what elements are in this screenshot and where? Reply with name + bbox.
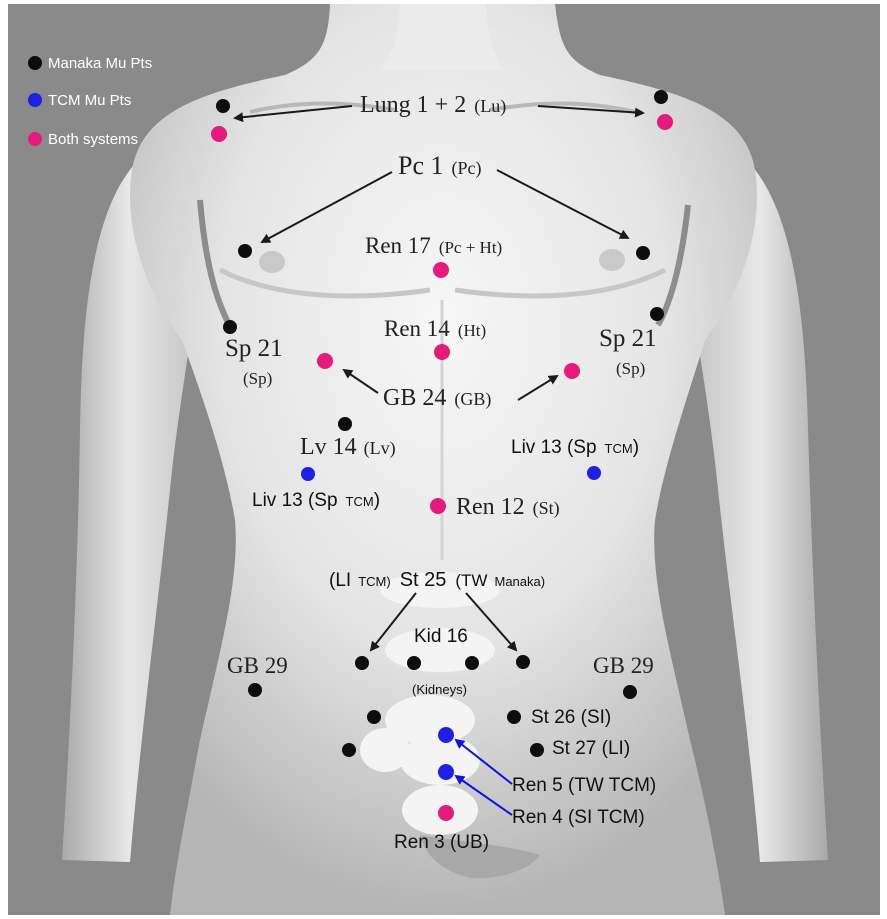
point-st27-right (530, 743, 544, 757)
label-gb24: GB 24 (GB) (383, 385, 491, 411)
point-ren3 (438, 805, 454, 821)
legend-manaka-label: Manaka Mu Pts (48, 55, 152, 72)
point-liv13-left (301, 467, 315, 481)
point-ren12 (430, 498, 446, 514)
point-pc1-right (636, 246, 650, 260)
label-ren5: Ren 5 (TW TCM) (512, 775, 656, 796)
label-ren4: Ren 4 (SI TCM) (512, 807, 645, 828)
label-lung: Lung 1 + 2 (Lu) (360, 92, 506, 118)
label-ren3: Ren 3 (UB) (394, 832, 489, 853)
legend-both-marker (28, 132, 42, 146)
point-lv14 (338, 417, 352, 431)
label-gb29-right: GB 29 (593, 653, 654, 678)
legend-tcm-marker (28, 93, 42, 107)
point-ren17 (433, 262, 449, 278)
label-st27: St 27 (LI) (552, 738, 630, 759)
point-sp21-left (223, 320, 237, 334)
legend-both-label: Both systems (48, 131, 138, 148)
point-st26-left (367, 710, 381, 724)
point-st25-right (516, 655, 530, 669)
nipple-left (259, 251, 285, 273)
point-lung-left-both (211, 126, 227, 142)
point-lung-right-both (657, 114, 673, 130)
point-kid16-left (407, 656, 421, 670)
point-lung-left-manaka (216, 99, 230, 113)
label-liv13-left: Liv 13 (Sp TCM) (252, 490, 380, 511)
label-gb29-left: GB 29 (227, 653, 288, 678)
point-gb29-right (623, 685, 637, 699)
point-st27-left (342, 743, 356, 757)
label-liv13-right: Liv 13 (Sp TCM) (511, 437, 639, 458)
point-ren5 (438, 727, 454, 743)
point-kid16-right (465, 656, 479, 670)
label-ren12: Ren 12 (St) (456, 494, 560, 520)
legend-tcm-label: TCM Mu Pts (48, 92, 131, 109)
point-st26-right (507, 710, 521, 724)
label-lv14: Lv 14 (Lv) (300, 434, 396, 460)
point-st25-left (355, 656, 369, 670)
point-ren14 (434, 344, 450, 360)
point-gb24-left (317, 353, 333, 369)
point-liv13-right (587, 466, 601, 480)
label-sp21-left: Sp 21 (225, 335, 283, 362)
label-sp21-left-sub: (Sp) (243, 369, 272, 388)
point-sp21-right (650, 307, 664, 321)
label-sp21-right-sub: (Sp) (616, 359, 645, 378)
point-pc1-left (238, 244, 252, 258)
label-st26: St 26 (SI) (531, 707, 611, 728)
label-kid16-sub: (Kidneys) (412, 682, 467, 697)
label-sp21-right: Sp 21 (599, 325, 657, 352)
point-gb29-left (248, 683, 262, 697)
point-gb24-right (564, 363, 580, 379)
label-kid16: Kid 16 (414, 626, 468, 647)
nipple-right (599, 249, 625, 271)
legend-manaka-marker (28, 56, 42, 70)
point-ren4 (438, 764, 454, 780)
point-lung-right-manaka (654, 90, 668, 104)
